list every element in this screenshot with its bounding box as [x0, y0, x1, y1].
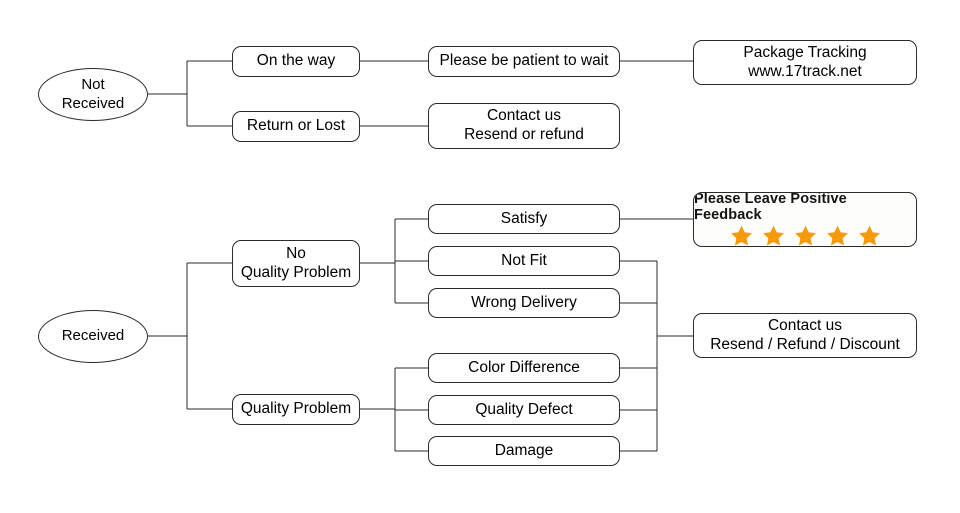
node-contact-resend-refund-discount[interactable]: Contact us Resend / Refund / Discount: [693, 313, 917, 358]
star-icon[interactable]: [825, 224, 850, 247]
star-icon[interactable]: [761, 224, 786, 247]
star-rating[interactable]: [729, 224, 882, 247]
star-icon[interactable]: [729, 224, 754, 247]
node-return-or-lost[interactable]: Return or Lost: [232, 111, 360, 142]
star-icon[interactable]: [793, 224, 818, 247]
star-icon[interactable]: [857, 224, 882, 247]
node-color-difference[interactable]: Color Difference: [428, 353, 620, 383]
node-quality-defect[interactable]: Quality Defect: [428, 395, 620, 425]
node-damage[interactable]: Damage: [428, 436, 620, 466]
node-contact-resend-or-refund[interactable]: Contact us Resend or refund: [428, 103, 620, 149]
positive-feedback-card[interactable]: Please Leave Positive Feedback: [693, 192, 917, 247]
node-package-tracking[interactable]: Package Tracking www.17track.net: [693, 40, 917, 85]
node-satisfy[interactable]: Satisfy: [428, 204, 620, 234]
node-on-the-way[interactable]: On the way: [232, 46, 360, 77]
node-no-quality-problem[interactable]: No Quality Problem: [232, 240, 360, 287]
feedback-caption: Please Leave Positive Feedback: [694, 192, 847, 223]
node-wrong-delivery[interactable]: Wrong Delivery: [428, 288, 620, 318]
node-please-be-patient[interactable]: Please be patient to wait: [428, 46, 620, 77]
node-not-received[interactable]: Not Received: [38, 68, 148, 121]
node-not-fit[interactable]: Not Fit: [428, 246, 620, 276]
node-quality-problem[interactable]: Quality Problem: [232, 394, 360, 425]
node-received[interactable]: Received: [38, 310, 148, 363]
